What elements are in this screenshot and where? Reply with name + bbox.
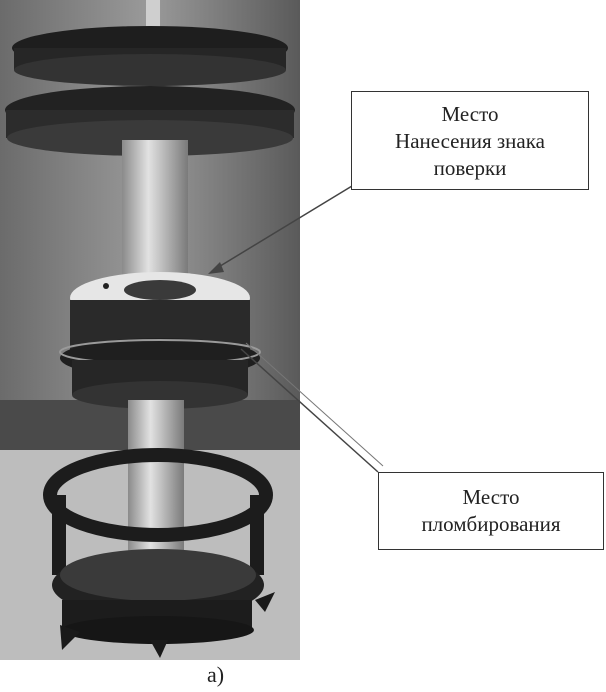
base-foot-left [60, 625, 80, 650]
callout-sealing-line-1: Место [462, 485, 520, 509]
device-photo [0, 0, 300, 660]
callout-sealing-location: Место пломбирования [378, 472, 604, 550]
callout-verification-line-1: Место [441, 102, 499, 126]
base-foot-right [255, 592, 275, 612]
callout-sealing-line-2: пломбирования [421, 512, 561, 536]
base-ring-top [43, 448, 273, 542]
central-tube [122, 140, 188, 290]
callout-verification-mark-location: Место Нанесения знака поверки [351, 91, 589, 190]
callout-verification-line-3: поверки [433, 156, 507, 180]
figure-caption: а) [207, 662, 225, 687]
base-foot-front [150, 640, 168, 658]
callout-verification-line-2: Нанесения знака [395, 129, 545, 153]
